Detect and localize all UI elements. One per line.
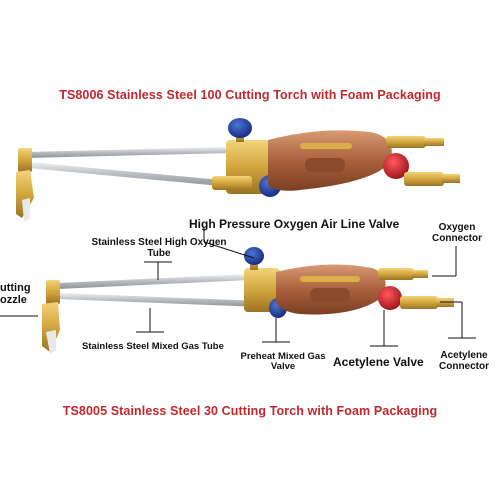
bottom-acetylene-connector <box>400 296 438 309</box>
bottom-valve-body <box>244 268 280 312</box>
bottom-mixed-gas-tube <box>58 293 262 307</box>
bottom-oxygen-connector <box>378 268 414 280</box>
bottom-acetylene-valve-knob <box>378 286 402 310</box>
label-high-pressure-valve: High Pressure Oxygen Air Line Valve <box>189 217 400 231</box>
label-acetylene-valve: Acetylene Valve <box>333 355 424 369</box>
top-oxygen-valve-knob <box>228 118 252 138</box>
bottom-oxygen-tube <box>58 274 250 289</box>
top-oxygen-tube <box>26 147 230 158</box>
label-mixed-gas-tube: Stainless Steel Mixed Gas Tube <box>82 341 224 352</box>
top-oxygen-connector <box>386 136 426 148</box>
product-title-bottom: TS8005 Stainless Steel 30 Cutting Torch … <box>62 404 438 418</box>
top-mixed-gas-tube <box>28 162 232 187</box>
top-nozzle <box>16 170 34 218</box>
bottom-torch-head <box>46 280 60 304</box>
top-acetylene-valve-knob <box>383 153 409 179</box>
top-torch <box>16 118 460 222</box>
top-acetylene-connector <box>404 172 444 186</box>
label-acetylene-connector: Acetylene Connector <box>439 350 489 372</box>
top-torch-head <box>18 148 32 172</box>
callout-lines <box>0 228 476 347</box>
bottom-oxygen-valve-knob <box>244 247 264 265</box>
label-cutting-nozzle: utting ozzle <box>0 282 31 307</box>
bottom-torch <box>42 247 454 354</box>
label-oxygen-connector: Oxygen Connector <box>432 222 482 244</box>
label-preheat-valve: Preheat Mixed Gas Valve <box>240 351 326 373</box>
product-title-top: TS8006 Stainless Steel 100 Cutting Torch… <box>59 88 441 102</box>
label-oxygen-tube: Stainless Steel High Oxygen Tube <box>91 237 227 259</box>
